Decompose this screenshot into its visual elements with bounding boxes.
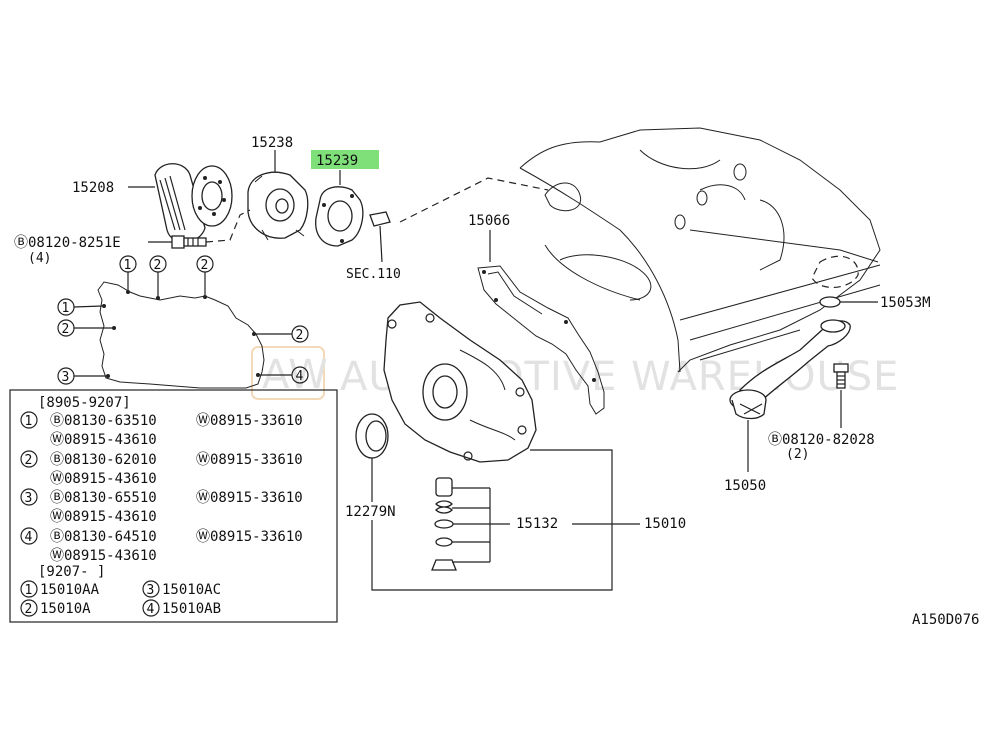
gasket-drawing bbox=[315, 186, 364, 247]
part-label-15208[interactable]: 15208 bbox=[72, 180, 114, 196]
callout-e: 2 bbox=[62, 322, 70, 337]
part-label-15050[interactable]: 15050 bbox=[724, 478, 766, 494]
front-cover-gasket-drawing bbox=[477, 265, 605, 415]
legend-pump-1-circle bbox=[20, 580, 38, 598]
filter-bracket-drawing bbox=[247, 171, 309, 241]
legend-row-4-w1: Ⓦ08915-33610 bbox=[196, 529, 303, 545]
connector-dash-gasket bbox=[399, 177, 549, 223]
part-label-15053m[interactable]: 15053M bbox=[880, 295, 931, 311]
part-label-15239[interactable]: 15239 bbox=[316, 153, 358, 169]
union-bolt-drawing bbox=[369, 211, 391, 263]
callout-d: 1 bbox=[62, 301, 70, 316]
part-label-15238[interactable]: 15238 bbox=[251, 135, 293, 151]
callout-c: 2 bbox=[201, 258, 209, 273]
strainer-gasket-drawing bbox=[819, 296, 841, 308]
legend-row-1-num: 1 bbox=[25, 414, 33, 429]
legend-pump-4-circle bbox=[142, 599, 160, 617]
legend-row-3-w2: Ⓦ08915-43610 bbox=[50, 509, 157, 525]
figure-code: A150D076 bbox=[912, 612, 979, 628]
callout-group: 1 2 2 1 2 2 3 4 bbox=[57, 255, 309, 385]
legend-pump-1-code: 15010AA bbox=[40, 582, 100, 598]
legend-pump-2-circle bbox=[20, 599, 38, 617]
part-label-15066[interactable]: 15066 bbox=[468, 213, 510, 229]
oil-pump-drawing bbox=[383, 301, 537, 463]
legend-row-3-b: Ⓑ08130-65510 bbox=[50, 490, 157, 506]
legend-row-4-num: 4 bbox=[25, 530, 33, 545]
strainer-drawing bbox=[729, 319, 851, 420]
legend-pump-2-num: 2 bbox=[25, 602, 33, 617]
part-label-bolt-bottom[interactable]: Ⓑ08120-82028 bbox=[768, 432, 875, 448]
part-label-bolt-top[interactable]: Ⓑ08120-8251E bbox=[14, 235, 121, 251]
highlight-box bbox=[311, 150, 379, 169]
legend-range-2: [9207- ] bbox=[38, 564, 105, 580]
legend-row-3-w1: Ⓦ08915-33610 bbox=[196, 490, 303, 506]
part-label-bolt-top-qty: (4) bbox=[28, 251, 51, 266]
callout-f: 2 bbox=[296, 328, 304, 343]
engine-block-drawing bbox=[519, 127, 881, 373]
callout-g: 3 bbox=[62, 370, 70, 385]
legend-row-4-circle bbox=[20, 527, 38, 545]
legend-row-2-b: Ⓑ08130-62010 bbox=[50, 452, 157, 468]
legend-row-2-w2: Ⓦ08915-43610 bbox=[50, 471, 157, 487]
callout-h: 4 bbox=[296, 369, 304, 384]
legend-border bbox=[9, 389, 338, 623]
part-label-bolt-bottom-qty: (2) bbox=[786, 447, 809, 462]
legend-table: [8905-9207] 1 Ⓑ08130-63510 Ⓦ08915-33610 … bbox=[9, 389, 338, 623]
legend-row-2-w1: Ⓦ08915-33610 bbox=[196, 452, 303, 468]
legend-pump-4-code: 15010AB bbox=[162, 601, 221, 617]
callout-b: 2 bbox=[154, 258, 162, 273]
legend-row-1-w2: Ⓦ08915-43610 bbox=[50, 432, 157, 448]
legend-row-1-w1: Ⓦ08915-33610 bbox=[196, 413, 303, 429]
legend-pump-3-circle bbox=[142, 580, 160, 598]
legend-pump-2-code: 15010A bbox=[40, 601, 91, 617]
legend-row-4-w2: Ⓦ08915-43610 bbox=[50, 548, 157, 564]
part-label-sec110[interactable]: SEC.110 bbox=[346, 267, 401, 282]
part-label-12279n[interactable]: 12279N bbox=[345, 504, 396, 520]
legend-row-2-num: 2 bbox=[25, 453, 33, 468]
connector-dash-bolt bbox=[205, 209, 251, 243]
bolt-location-outline bbox=[97, 281, 265, 389]
assembly-bracket bbox=[371, 449, 613, 591]
bolt-bottom-drawing bbox=[833, 363, 849, 389]
legend-row-4-b: Ⓑ08130-64510 bbox=[50, 529, 157, 545]
legend-row-3-circle bbox=[20, 488, 38, 506]
legend-row-1-b: Ⓑ08130-63510 bbox=[50, 413, 157, 429]
oil-filter-drawing bbox=[154, 163, 233, 243]
legend-pump-3-code: 15010AC bbox=[162, 582, 221, 598]
part-label-15010[interactable]: 15010 bbox=[644, 516, 686, 532]
legend-row-1-circle bbox=[20, 411, 38, 429]
legend-pump-4-num: 4 bbox=[147, 602, 155, 617]
legend-pump-1-num: 1 bbox=[25, 583, 33, 598]
oil-seal-drawing bbox=[355, 413, 389, 459]
legend-range-1: [8905-9207] bbox=[38, 395, 131, 411]
legend-row-3-num: 3 bbox=[25, 491, 33, 506]
legend-row-2-circle bbox=[20, 450, 38, 468]
legend-pump-3-num: 3 bbox=[147, 583, 155, 598]
callout-a: 1 bbox=[124, 258, 132, 273]
part-label-15132[interactable]: 15132 bbox=[516, 516, 558, 532]
relief-valve-drawing bbox=[431, 477, 510, 571]
bolt-top-drawing bbox=[171, 235, 207, 249]
watermark-logo-frame bbox=[251, 346, 325, 400]
